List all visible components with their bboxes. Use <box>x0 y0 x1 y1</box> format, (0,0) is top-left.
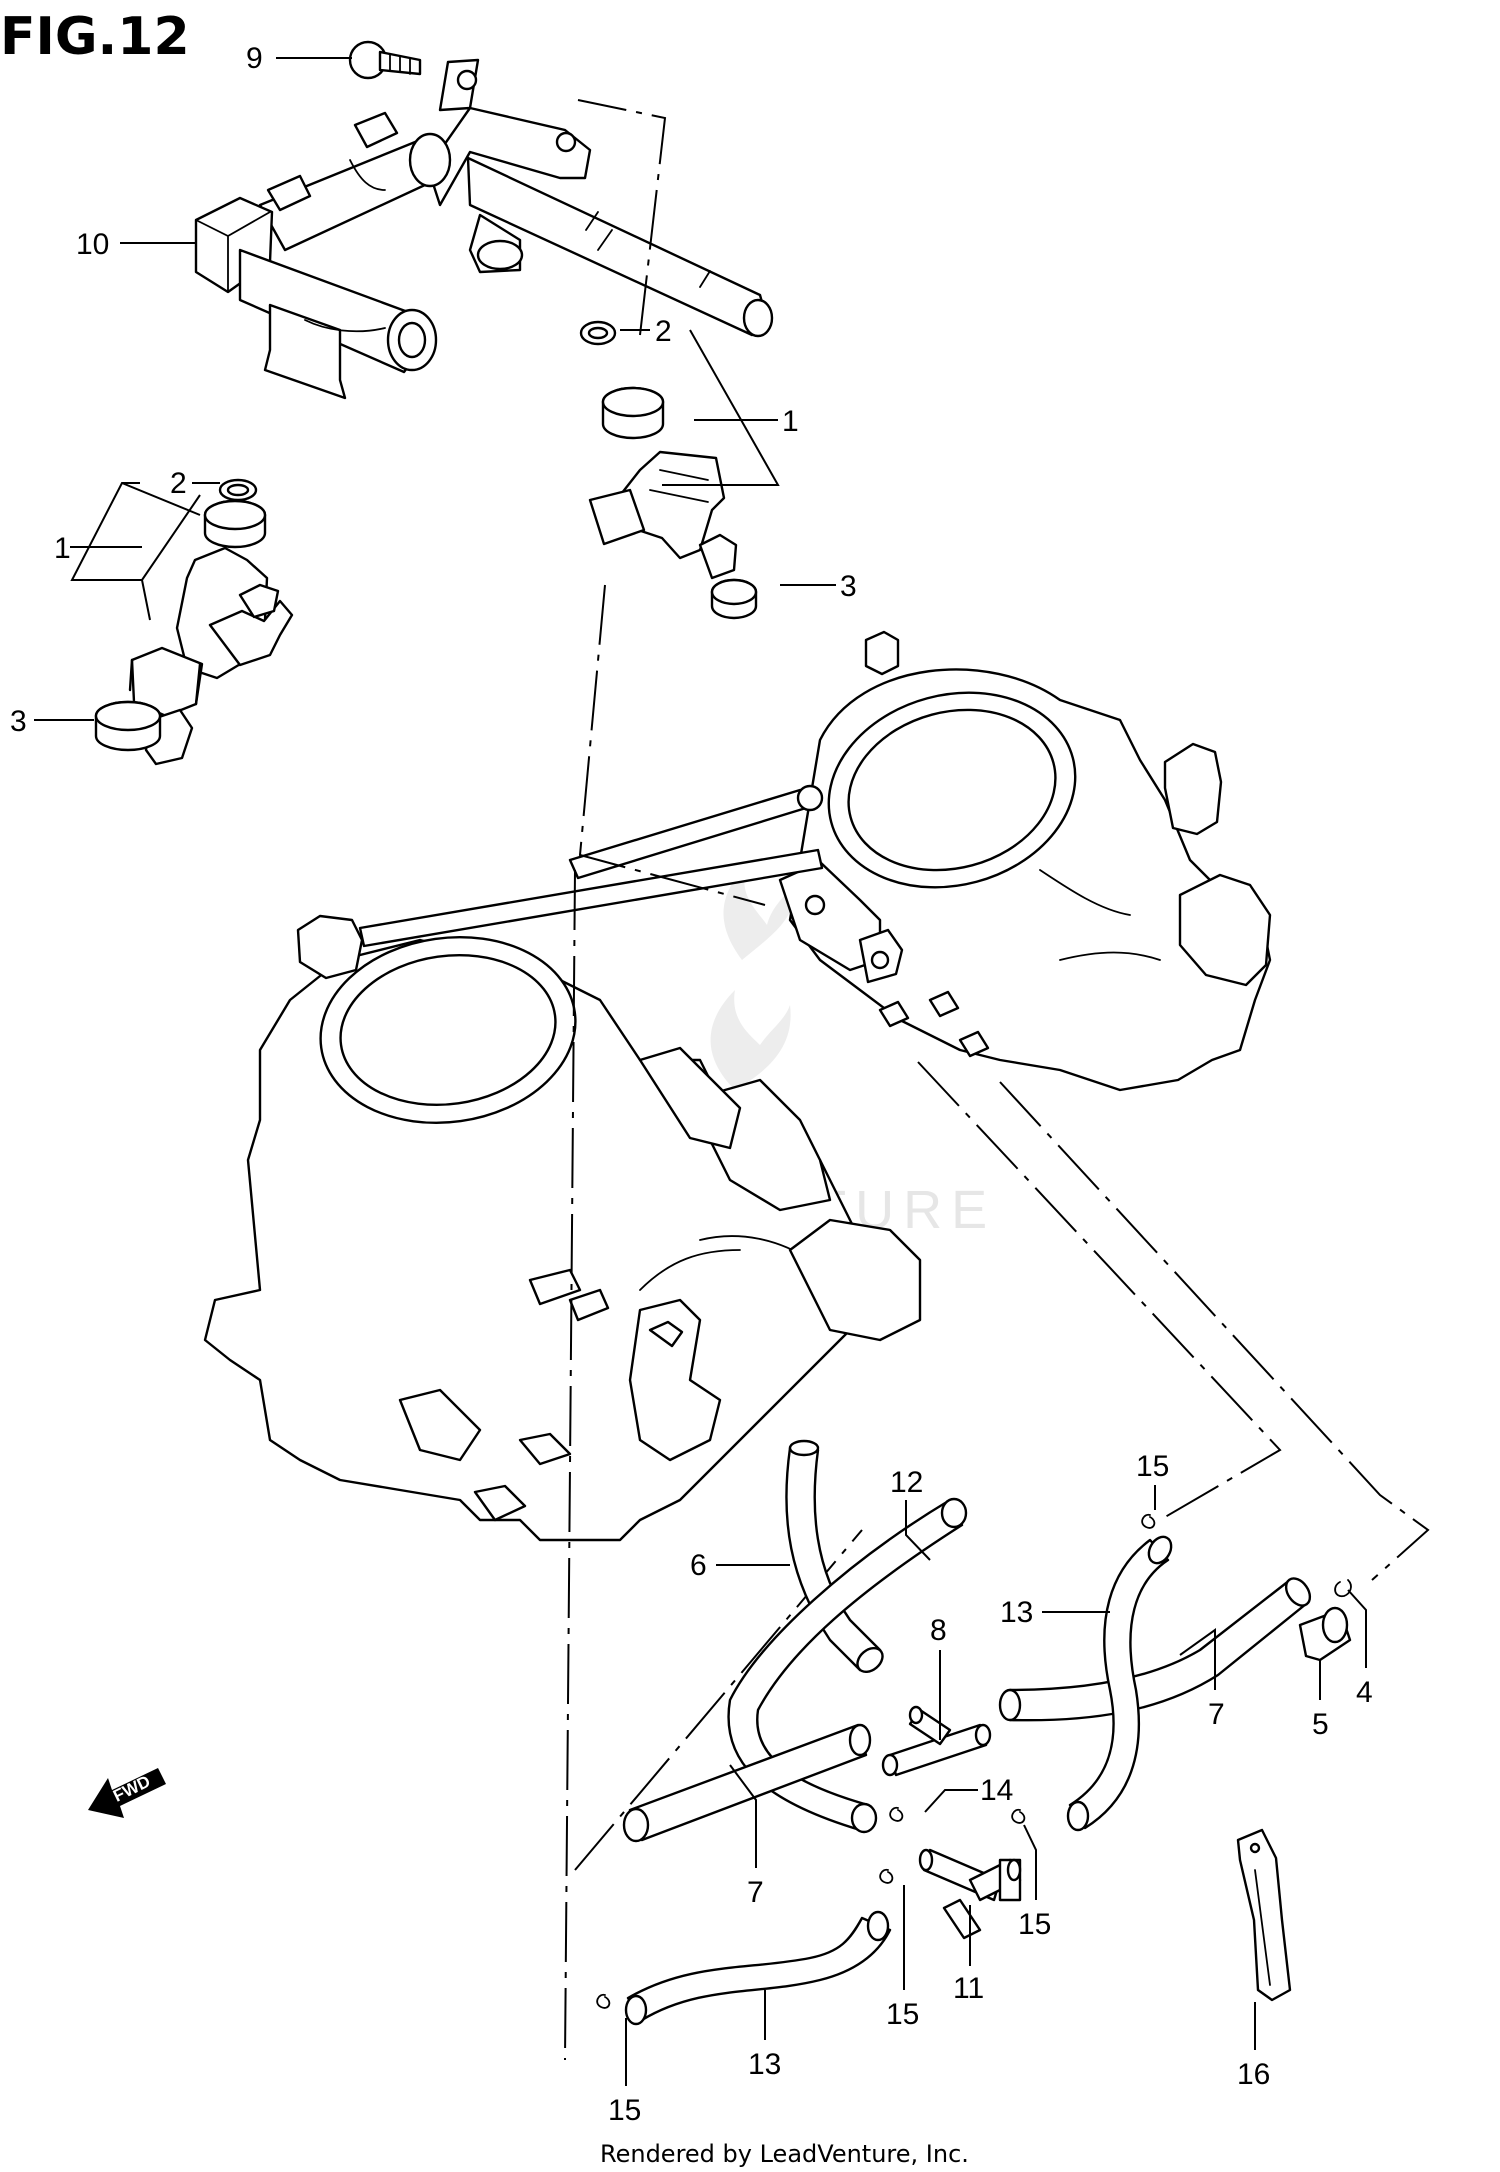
fuel-injector-right <box>588 450 738 580</box>
throttle-body-assembly <box>203 630 1272 1542</box>
hose-13-lower <box>624 1910 892 2026</box>
callout-3-right: 3 <box>840 570 857 603</box>
callout-15-top: 15 <box>1136 1450 1169 1483</box>
callout-3-left: 3 <box>10 705 27 738</box>
callout-15-bottom: 15 <box>608 2094 641 2127</box>
bolt <box>348 40 422 80</box>
callout-13-right: 13 <box>1000 1596 1033 1629</box>
o-ring-upper-right <box>579 320 617 346</box>
hose-7-left <box>622 1723 872 1843</box>
seal-left <box>94 700 162 752</box>
cap-5 <box>1298 1606 1352 1662</box>
callout-10: 10 <box>76 228 109 261</box>
callout-11: 11 <box>953 1972 984 2005</box>
callout-4: 4 <box>1356 1676 1373 1709</box>
joint-8 <box>881 1705 992 1777</box>
footer-credit: Rendered by LeadVenture, Inc. <box>600 2140 969 2168</box>
figure-title: FIG.12 <box>0 7 190 67</box>
clip-4 <box>1334 1579 1352 1598</box>
callout-6: 6 <box>690 1549 707 1582</box>
callout-1-right: 1 <box>782 405 799 438</box>
hose-13-right <box>1066 1535 1173 1832</box>
callout-15-center: 15 <box>886 1998 919 2031</box>
fwd-label: FWD <box>110 1772 153 1806</box>
hose-12 <box>727 1497 968 1834</box>
callout-1-left: 1 <box>54 532 71 565</box>
fuel-injector-left <box>128 546 294 766</box>
callout-9: 9 <box>246 42 263 75</box>
cushion-left <box>203 499 267 549</box>
o-ring-left <box>218 478 258 502</box>
hose-6 <box>785 1439 884 1674</box>
leader-lines <box>34 57 1367 2086</box>
callout-7-left: 7 <box>747 1876 764 1909</box>
seal-right <box>710 578 758 620</box>
callout-7-right: 7 <box>1208 1698 1225 1731</box>
callout-13-lower: 13 <box>748 2048 781 2081</box>
clamps-15 <box>596 1513 1156 2009</box>
callout-12: 12 <box>890 1466 923 1499</box>
hose-7-right <box>998 1577 1312 1722</box>
cushion-upper-right <box>601 386 665 440</box>
callout-8: 8 <box>930 1614 947 1647</box>
callout-2-right: 2 <box>655 315 672 348</box>
clamp-16 <box>1236 1828 1292 2002</box>
callout-5: 5 <box>1312 1708 1329 1741</box>
fuel-delivery-pipe <box>194 58 774 400</box>
callout-15-mid: 15 <box>1018 1908 1051 1941</box>
callout-16: 16 <box>1237 2058 1270 2091</box>
fwd-arrow: FWD <box>88 1768 166 1818</box>
callout-14: 14 <box>980 1774 1013 1807</box>
callout-labels: 9 10 2 1 3 2 1 3 12 15 6 8 13 7 5 4 14 7… <box>10 42 1373 2127</box>
callout-2-left: 2 <box>170 467 187 500</box>
